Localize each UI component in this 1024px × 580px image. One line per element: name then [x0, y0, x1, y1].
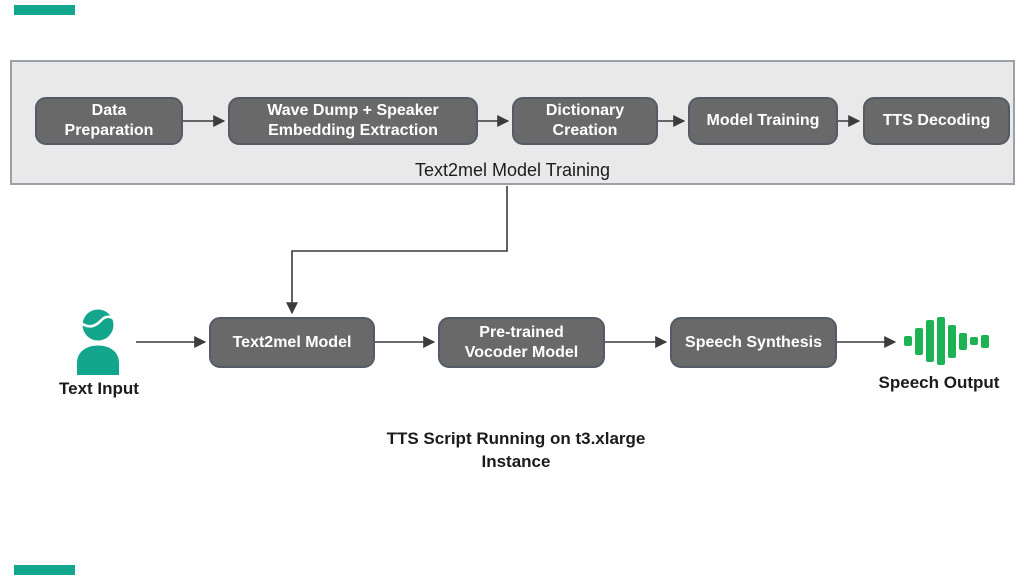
wave-bar: [904, 336, 912, 346]
caption-line: Instance: [481, 452, 551, 471]
wave-bar: [948, 324, 956, 358]
box-label-line: Pre-trained: [479, 323, 564, 341]
accent-bar-bottom: [14, 565, 75, 575]
text-input-label: Text Input: [59, 379, 139, 398]
process-box-model-training: Model Training: [688, 97, 838, 145]
caption-line: TTS Script Running on t3.xlarge: [386, 429, 646, 448]
box-label-line: Embedding Extraction: [268, 122, 438, 139]
caption: TTS Script Running on t3.xlarge Instance: [312, 427, 720, 473]
person-icon: [77, 309, 119, 375]
box-label-line: Speech Synthesis: [685, 333, 822, 351]
box-label-line: Data: [91, 102, 127, 119]
process-box-tts-decoding: TTS Decoding: [863, 97, 1010, 145]
box-label-line: Creation: [552, 122, 618, 139]
box-label-line: Model Training: [706, 112, 820, 129]
speech-output-label: Speech Output: [878, 373, 1000, 392]
training-section-title: Text2mel Model Training: [414, 160, 611, 180]
process-box-text2mel-model: Text2mel Model: [209, 317, 375, 368]
box-label-line: Dictionary: [545, 102, 625, 119]
process-box-dictionary-creation: Dictionary Creation: [512, 97, 658, 145]
accent-bar-top: [14, 5, 75, 15]
box-label-line: TTS Decoding: [882, 112, 991, 129]
process-box-speech-synthesis: Speech Synthesis: [670, 317, 837, 368]
wave-bar: [981, 334, 989, 348]
audio-wave-icon: [904, 316, 989, 366]
wave-bar: [970, 337, 978, 345]
box-label-line: Wave Dump + Speaker: [267, 102, 439, 119]
box-label-line: Preparation: [64, 122, 154, 139]
wave-bar: [937, 317, 945, 365]
box-label-line: Vocoder Model: [464, 343, 579, 361]
wave-bar: [915, 327, 923, 355]
process-box-pretrained-vocoder-model: Pre-trained Vocoder Model: [438, 317, 605, 368]
wave-bar: [926, 320, 934, 362]
process-box-wave-dump-speaker-embedding: Wave Dump + Speaker Embedding Extraction: [228, 97, 478, 145]
connector-training-to-text2mel: [286, 186, 508, 315]
wave-bar: [959, 332, 967, 350]
box-label-line: Text2mel Model: [232, 333, 352, 351]
process-box-data-preparation: Data Preparation: [35, 97, 183, 145]
